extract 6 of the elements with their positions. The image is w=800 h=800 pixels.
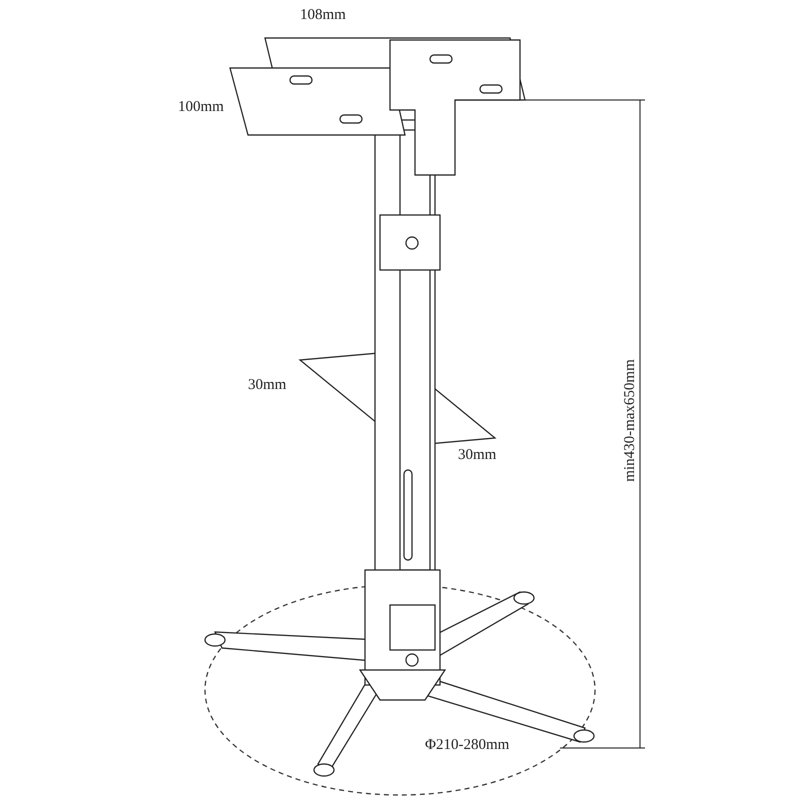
dimension-label: Φ210-280mm: [425, 738, 510, 753]
dimension-label: 108mm: [300, 8, 346, 23]
dimension-label: min430-max650mm: [622, 358, 638, 482]
dimension-label: 30mm: [458, 448, 496, 463]
dimension-label: 100mm: [178, 100, 224, 115]
dimension-label: 30mm: [248, 378, 286, 393]
